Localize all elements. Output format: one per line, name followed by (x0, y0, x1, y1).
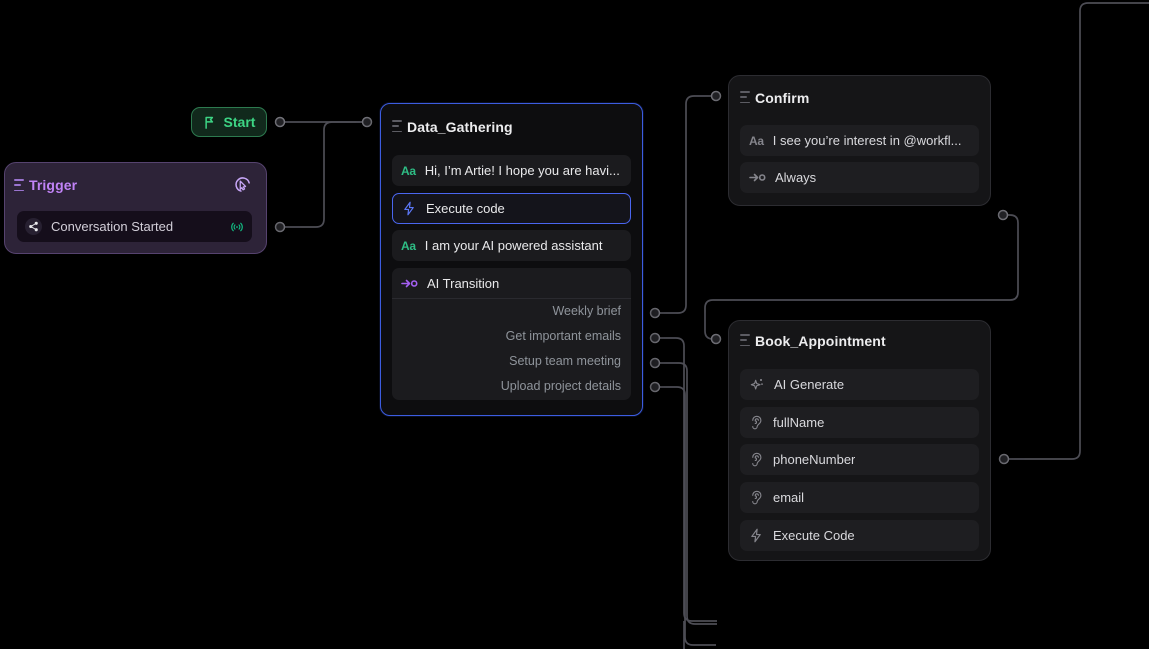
port-branch-weeklybrief[interactable] (649, 307, 661, 319)
step-label: Hi, I’m Artie! I hope you are havi... (424, 163, 620, 178)
port-branch-meeting[interactable] (649, 357, 661, 369)
step-label: I am your AI powered assistant (424, 238, 603, 253)
step-label: Execute Code (773, 528, 855, 543)
transition-icon (401, 278, 418, 289)
share-icon (25, 218, 42, 235)
capture-icon (749, 415, 764, 430)
port-start-out[interactable] (274, 116, 286, 128)
branch-weekly-brief[interactable]: Weekly brief (552, 304, 621, 318)
branch-get-important-emails[interactable]: Get important emails (505, 329, 621, 343)
drag-handle-icon[interactable] (392, 120, 402, 132)
step-label: phoneNumber (773, 452, 856, 467)
transition-icon (749, 172, 766, 183)
port-confirm-in[interactable] (710, 90, 722, 102)
port-bookappointment-out[interactable] (998, 453, 1010, 465)
book-appointment-title: Book_Appointment (755, 333, 886, 349)
step-label: email (773, 490, 805, 505)
data-gathering-title: Data_Gathering (407, 119, 513, 135)
step-message[interactable]: Aa I am your AI powered assistant (392, 230, 631, 261)
trigger-title: Trigger (29, 177, 78, 193)
drag-handle-icon[interactable] (740, 334, 750, 346)
port-branch-upload[interactable] (649, 381, 661, 393)
branch-upload-project-details[interactable]: Upload project details (500, 379, 621, 393)
broadcast-icon (230, 220, 244, 234)
code-icon (402, 201, 417, 216)
step-execute-code[interactable]: Execute Code (740, 520, 979, 551)
port-branch-emails[interactable] (649, 332, 661, 344)
trigger-node[interactable]: Trigger Conversation Started (4, 162, 267, 254)
drag-handle-icon[interactable] (14, 179, 24, 191)
step-always[interactable]: Always (740, 162, 979, 193)
text-icon: Aa (401, 238, 416, 253)
text-icon: Aa (749, 133, 764, 148)
step-label: AI Transition (427, 275, 500, 291)
step-label: Always (775, 170, 817, 185)
edge-branch2-down (659, 337, 717, 622)
step-ai-transition[interactable]: AI Transition (392, 268, 631, 299)
port-bookappointment-in[interactable] (710, 333, 722, 345)
edge-trigger-to-datagathering (284, 121, 363, 228)
step-label: I see you’re interest in @workfl... (772, 133, 962, 148)
trigger-item-conversation-started[interactable]: Conversation Started (17, 211, 252, 242)
cursor-click-icon (233, 175, 253, 195)
confirm-node[interactable]: Confirm Aa I see you’re interest in @wor… (728, 75, 991, 206)
text-icon: Aa (401, 163, 416, 178)
step-label: AI Generate (774, 377, 845, 392)
port-confirm-out[interactable] (997, 209, 1009, 221)
code-icon (749, 528, 764, 543)
edge-bookappointment-out (1008, 2, 1149, 460)
port-trigger-out[interactable] (274, 221, 286, 233)
capture-icon (749, 452, 764, 467)
step-message[interactable]: Aa I see you’re interest in @workfl... (740, 125, 979, 156)
branch-setup-team-meeting[interactable]: Setup team meeting (509, 354, 621, 368)
edge-branch4-down (659, 386, 716, 646)
capture-icon (749, 490, 764, 505)
step-capture-email[interactable]: email (740, 482, 979, 513)
confirm-title: Confirm (755, 90, 810, 106)
edge-weeklybrief-to-confirm (659, 95, 712, 314)
step-label: Execute code (426, 201, 505, 216)
step-label: fullName (773, 415, 825, 430)
step-ai-generate[interactable]: AI Generate (740, 369, 979, 400)
edge-confirm-to-bookappointment (704, 214, 1019, 340)
step-capture-fullname[interactable]: fullName (740, 407, 979, 438)
flag-icon (203, 115, 218, 130)
step-execute-code[interactable]: Execute code (392, 193, 631, 224)
trigger-item-label: Conversation Started (51, 219, 174, 234)
drag-handle-icon[interactable] (740, 91, 750, 103)
ai-generate-icon (749, 377, 765, 393)
step-capture-phonenumber[interactable]: phoneNumber (740, 444, 979, 475)
start-label: Start (223, 114, 256, 130)
book-appointment-node[interactable]: Book_Appointment AI Generate fullName ph… (728, 320, 991, 561)
data-gathering-node[interactable]: Data_Gathering Aa Hi, I’m Artie! I hope … (380, 103, 643, 416)
step-message[interactable]: Aa Hi, I’m Artie! I hope you are havi... (392, 155, 631, 186)
start-node[interactable]: Start (191, 107, 267, 137)
ai-transition-block[interactable]: AI Transition Weekly brief Get important… (392, 268, 631, 400)
port-datagathering-in[interactable] (361, 116, 373, 128)
edge-branch3-down (659, 362, 717, 625)
